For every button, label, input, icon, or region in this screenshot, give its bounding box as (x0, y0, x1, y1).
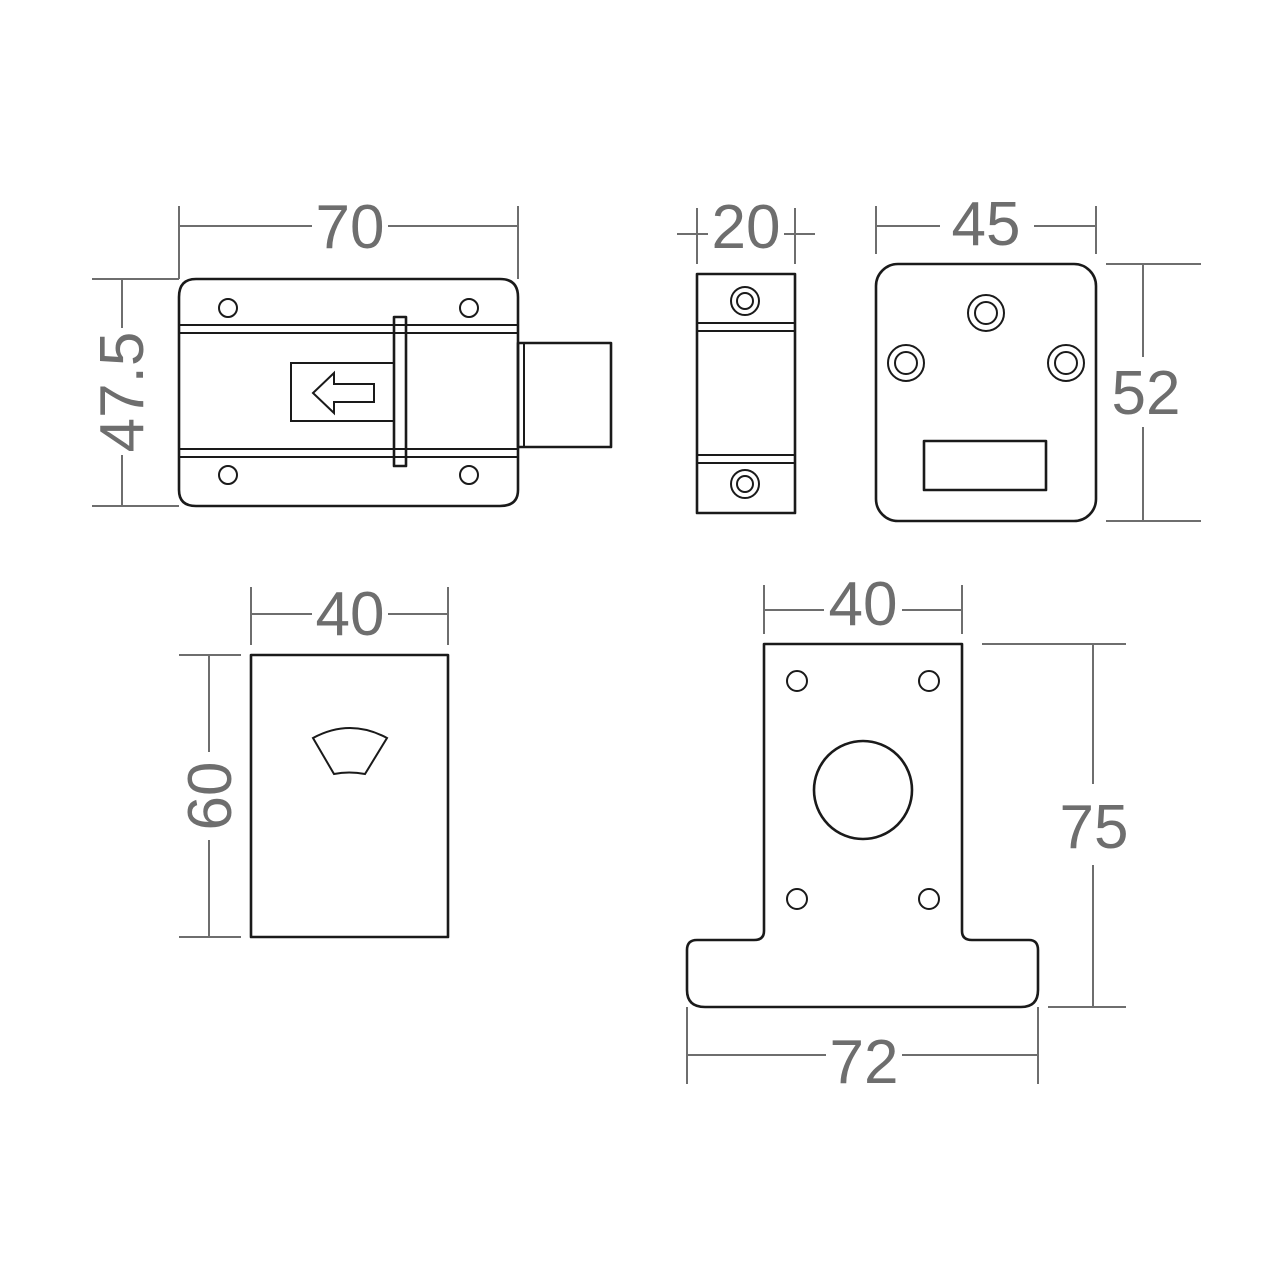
back-plate-view (874, 262, 1098, 523)
keeper-view (249, 653, 450, 939)
dimension-70: 70 (178, 193, 519, 279)
indicator-window (290, 362, 395, 422)
dimension-40-keeper: 40 (250, 580, 449, 649)
screw-hole-icon (967, 294, 1005, 332)
back-plate-outline (874, 262, 1098, 523)
screw-hole-icon (918, 888, 940, 910)
cylinder-plate-view (685, 642, 1040, 1009)
screw-hole-icon (730, 469, 760, 499)
slider-guide (392, 315, 408, 468)
dimension-75: 75 (982, 643, 1129, 1008)
dimension-20: 20 (677, 193, 815, 264)
dim-label-75: 75 (1060, 793, 1129, 862)
keeper-outline (249, 653, 450, 939)
lock-front-view (177, 277, 613, 508)
screw-hole-icon (974, 301, 998, 325)
screw-hole-icon (887, 344, 925, 382)
screw-hole-icon (730, 286, 760, 316)
screw-hole-icon (786, 888, 808, 910)
dim-label-60: 60 (176, 762, 245, 831)
side-outline (695, 272, 797, 515)
dimension-40-plate: 40 (763, 570, 963, 639)
lock-body-outline (177, 277, 520, 508)
dimension-60: 60 (176, 654, 245, 938)
screw-hole-icon (736, 292, 754, 310)
dimension-45: 45 (875, 190, 1097, 259)
dimension-52: 52 (1106, 263, 1201, 522)
dim-label-45: 45 (952, 190, 1021, 259)
screw-hole-icon (1054, 351, 1078, 375)
dim-label-40-plate: 40 (829, 570, 898, 639)
screw-hole-icon (218, 298, 238, 318)
arrow-left-icon (311, 370, 375, 416)
lock-side-view (695, 272, 797, 515)
screw-hole-icon (459, 465, 479, 485)
cylinder-hole (812, 739, 914, 841)
screw-hole-icon (786, 670, 808, 692)
dim-label-20: 20 (712, 193, 781, 262)
keeper-slot-icon (311, 727, 389, 776)
bolt (516, 341, 613, 449)
dim-label-52: 52 (1112, 359, 1181, 428)
cylinder-plate-outline (685, 642, 1040, 1009)
screw-hole-icon (1047, 344, 1085, 382)
screw-hole-icon (736, 475, 754, 493)
screw-hole-icon (918, 670, 940, 692)
dim-label-70: 70 (316, 193, 385, 262)
screw-hole-icon (894, 351, 918, 375)
dim-label-72: 72 (830, 1028, 899, 1097)
dim-label-40-keeper: 40 (316, 580, 385, 649)
screw-hole-icon (459, 298, 479, 318)
screw-hole-icon (218, 465, 238, 485)
dim-label-47-5: 47.5 (88, 332, 157, 453)
bolt-slot (922, 439, 1048, 492)
dimension-72: 72 (686, 1007, 1039, 1097)
dimension-47-5: 47.5 (88, 278, 179, 507)
